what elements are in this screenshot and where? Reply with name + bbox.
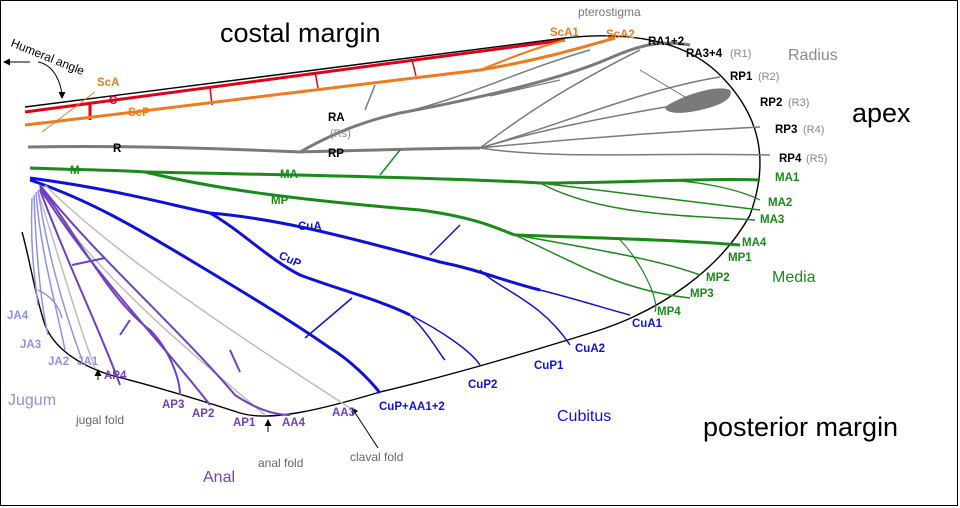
jugal-labels: JA1 JA2 JA3 JA4 (7, 310, 99, 368)
label-AA4: AA4 (282, 417, 306, 429)
label-JA1: JA1 (77, 356, 99, 368)
radius-veins (27, 41, 771, 156)
media-region-label: Media (772, 269, 816, 286)
label-R2: (R2) (758, 71, 779, 83)
region-labels: costal margin apex posterior margin Radi… (8, 18, 911, 486)
label-MP4: MP4 (657, 306, 681, 318)
label-R5: (R5) (806, 153, 827, 165)
label-RA12: RA1+2 (648, 36, 684, 48)
humeral-angle-arrow (37, 61, 66, 99)
label-ScA2: ScA2 (606, 29, 635, 41)
media-veins (29, 149, 761, 313)
label-RP2: RP2 (760, 97, 782, 109)
vein-ScA1 (479, 39, 566, 71)
label-CuA2: CuA2 (575, 343, 605, 355)
label-M: M (70, 165, 80, 177)
label-RA34: RA3+4 (686, 48, 723, 60)
anal-fold-label: anal fold (258, 456, 303, 470)
label-MP3: MP3 (690, 288, 714, 300)
label-R3: (R3) (788, 97, 809, 109)
label-CuA1: CuA1 (632, 318, 663, 330)
apex-label: apex (852, 98, 911, 128)
posterior-margin-label: posterior margin (703, 412, 898, 442)
label-CuPAA12: CuP+AA1+2 (379, 401, 445, 413)
label-CuA: CuA (298, 221, 322, 233)
costal-margin-edge (21, 35, 761, 417)
label-MP: MP (271, 195, 289, 207)
costal-margin-label: costal margin (220, 18, 381, 48)
radius-labels: R RA (Rs) RP RA1+2 RA3+4 (R1) RP1 (R2) R… (113, 36, 827, 165)
subcosta-veins (24, 36, 616, 133)
label-AP1: AP1 (233, 417, 256, 429)
label-RP4: RP4 (779, 153, 802, 165)
jugum-region-label: Jugum (8, 392, 56, 409)
humeral-angle-label: Humeral angle (9, 36, 87, 78)
wing-folds (37, 184, 351, 416)
label-AP2: AP2 (192, 408, 214, 420)
vein-MP (144, 170, 516, 237)
label-R1: (R1) (730, 48, 751, 60)
costa-subcosta-labels: C ScA ScP ScA1 ScA2 (97, 27, 635, 119)
cubitus-veins (29, 176, 631, 394)
label-ScA: ScA (97, 77, 119, 89)
label-MP1: MP1 (728, 252, 752, 264)
label-JA3: JA3 (20, 339, 41, 351)
anal-labels: AA3 AA4 AP1 AP2 AP3 AP4 (104, 370, 355, 429)
label-CuP: CuP (277, 250, 303, 271)
label-MA: MA (280, 169, 298, 181)
label-MA4: MA4 (742, 237, 767, 249)
annotation-arrows (3, 58, 379, 449)
vein-CuP (29, 178, 382, 394)
label-AP3: AP3 (162, 399, 184, 411)
label-AP4: AP4 (104, 370, 127, 382)
jugal-fold-label: jugal fold (75, 413, 124, 427)
label-RP3: RP3 (775, 124, 797, 136)
radius-region-label: Radius (788, 47, 838, 64)
label-AA3: AA3 (332, 407, 355, 419)
anal-veins (39, 184, 291, 416)
vein-CuA (29, 176, 541, 292)
label-MA1: MA1 (775, 172, 800, 184)
label-MP2: MP2 (706, 272, 730, 284)
label-RP1: RP1 (730, 71, 753, 83)
label-MA3: MA3 (760, 214, 784, 226)
label-MA2: MA2 (768, 197, 792, 209)
media-labels: M MA MP MA1 MA2 MA3 MA4 MP1 MP2 MP3 MP4 (70, 165, 800, 318)
label-ScP: ScP (128, 107, 150, 119)
label-Rs: (Rs) (330, 128, 351, 140)
vein-MA (144, 170, 761, 185)
label-CuP2: CuP2 (468, 379, 497, 391)
vein-R (27, 145, 301, 154)
pterostigma-label: pterostigma (578, 5, 641, 19)
claval-fold-label: claval fold (350, 450, 403, 464)
label-RA: RA (328, 112, 345, 124)
vein-ScP (24, 36, 616, 127)
vein-C (24, 38, 566, 114)
label-R: R (113, 143, 122, 155)
label-R4: (R4) (803, 124, 824, 136)
label-CuP1: CuP1 (534, 360, 564, 372)
pterostigma-shape (665, 88, 731, 113)
label-C: C (109, 95, 117, 107)
vein-M (29, 166, 146, 174)
label-JA4: JA4 (7, 310, 29, 322)
anal-region-label: Anal (203, 469, 235, 486)
label-JA2: JA2 (48, 356, 69, 368)
jugal-veins (30, 189, 83, 361)
vein-RA (299, 41, 691, 154)
label-ScA1: ScA1 (550, 27, 579, 39)
label-RP: RP (328, 148, 344, 160)
cubitus-labels: CuA CuP CuA1 CuA2 CuP1 CuP2 CuP+AA1+2 (277, 221, 663, 413)
vein-RP (299, 146, 481, 154)
cubitus-region-label: Cubitus (557, 408, 611, 425)
wing-outline (21, 35, 761, 417)
